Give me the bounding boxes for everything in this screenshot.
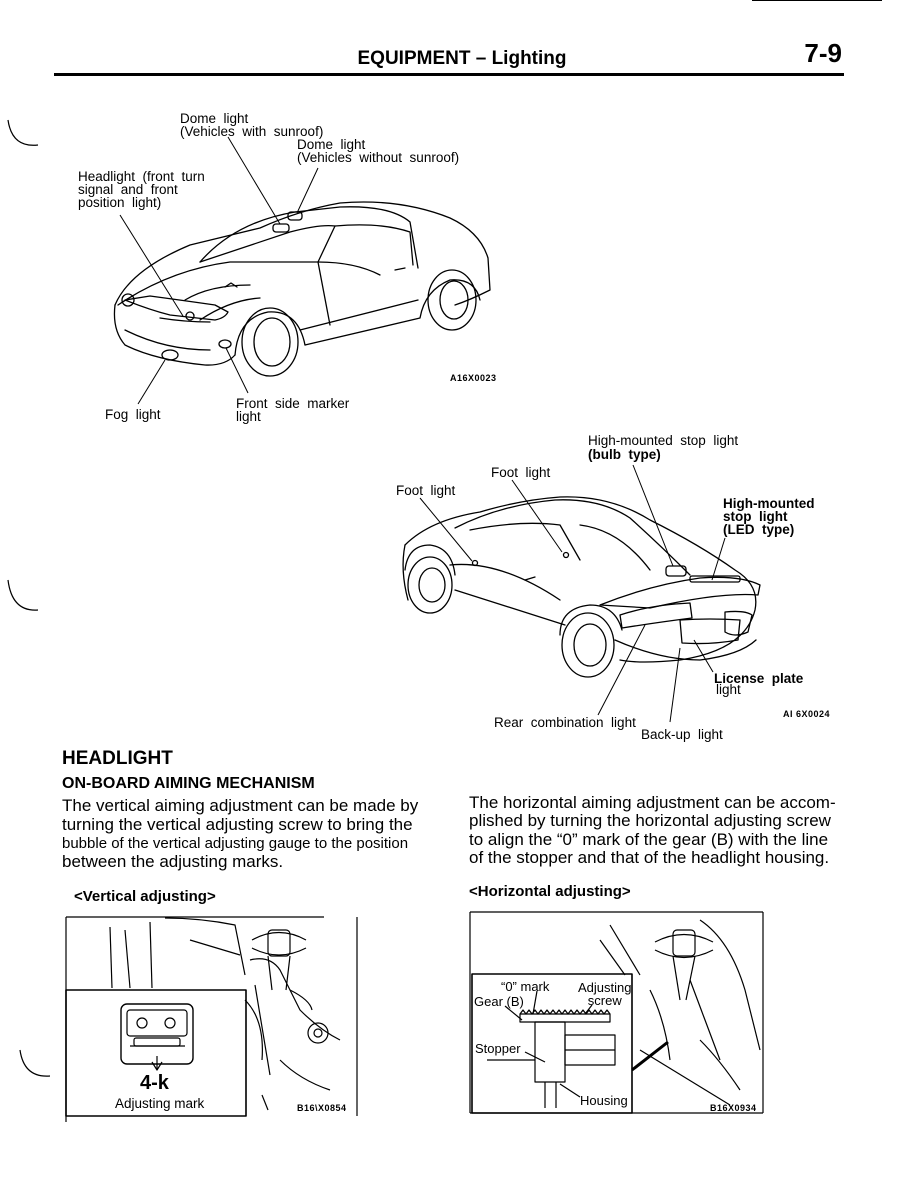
label-headlight: Headlight (front turn signal and front p… [78, 169, 205, 210]
label-zero-mark: “0” mark [501, 979, 550, 994]
label-dome-light-no-sunroof: Dome light (Vehicles without sunroof) [297, 137, 460, 165]
figure-code-3: B16\X0854 [297, 1103, 347, 1113]
label-foot-light-2: Foot light [396, 483, 456, 498]
label-dome-light-sunroof: Dome light (Vehicles with sunroof) [180, 111, 324, 139]
horizontal-text-line3: to align the “0” mark of the gear (B) wi… [469, 830, 829, 849]
figure-code-4: B16X0934 [710, 1103, 757, 1113]
header-rule [54, 73, 844, 76]
section-subtitle: ON-BOARD AIMING MECHANISM [62, 775, 315, 792]
page-title: EQUIPMENT – Lighting [357, 48, 567, 69]
label-front-side-marker: Front side marker light [236, 396, 350, 424]
label-rear-combination: Rear combination light [494, 715, 636, 730]
label-foot-light-1: Foot light [491, 465, 551, 480]
gauge-mark-label: 4-k [140, 1072, 169, 1094]
figure-code-2: AI 6X0024 [783, 709, 831, 719]
section-title: HEADLIGHT [62, 748, 173, 769]
label-fog-light: Fog light [105, 407, 161, 422]
horizontal-adjusting-caption: <Horizontal adjusting> [469, 883, 631, 900]
vertical-text-line3: bubble of the vertical adjusting gauge t… [62, 835, 409, 852]
vertical-adjusting-caption: <Vertical adjusting> [74, 888, 216, 905]
label-high-mount-bulb-line2: (bulb type) [588, 447, 661, 462]
horizontal-text-line4: of the stopper and that of the headlight… [469, 848, 830, 867]
label-high-mount-led: High-mounted stop light (LED type) [723, 496, 815, 537]
binder-hole-mark-2 [7, 579, 39, 611]
label-adjusting-mark: Adjusting mark [115, 1096, 205, 1111]
label-license-plate-line1: License plate [714, 671, 804, 686]
binder-hole-mark-3 [19, 1049, 51, 1077]
label-adjusting-screw: Adjusting screw [578, 980, 632, 1008]
horizontal-text-line2: plished by turning the horizontal adjust… [469, 811, 831, 830]
label-high-mount-bulb-line1: High-mounted stop light [588, 433, 739, 448]
label-stopper: Stopper [475, 1041, 521, 1056]
top-edge-rule [752, 0, 882, 1]
vertical-text-line1: The vertical aiming adjustment can be ma… [62, 796, 419, 815]
vertical-text-line4: between the adjusting marks. [62, 852, 284, 871]
vertical-text-line2: turning the vertical adjusting screw to … [62, 815, 413, 834]
binder-hole-mark-1 [7, 119, 39, 146]
label-license-plate-line2: light [716, 682, 741, 697]
page-number: 7-9 [804, 38, 842, 68]
label-backup-light: Back-up light [641, 727, 723, 742]
label-gear-b: Gear (B) [474, 994, 524, 1009]
horizontal-text-line1: The horizontal aiming adjustment can be … [469, 793, 836, 812]
figure-code-1: A16X0023 [450, 373, 497, 383]
label-housing: Housing [580, 1093, 628, 1108]
